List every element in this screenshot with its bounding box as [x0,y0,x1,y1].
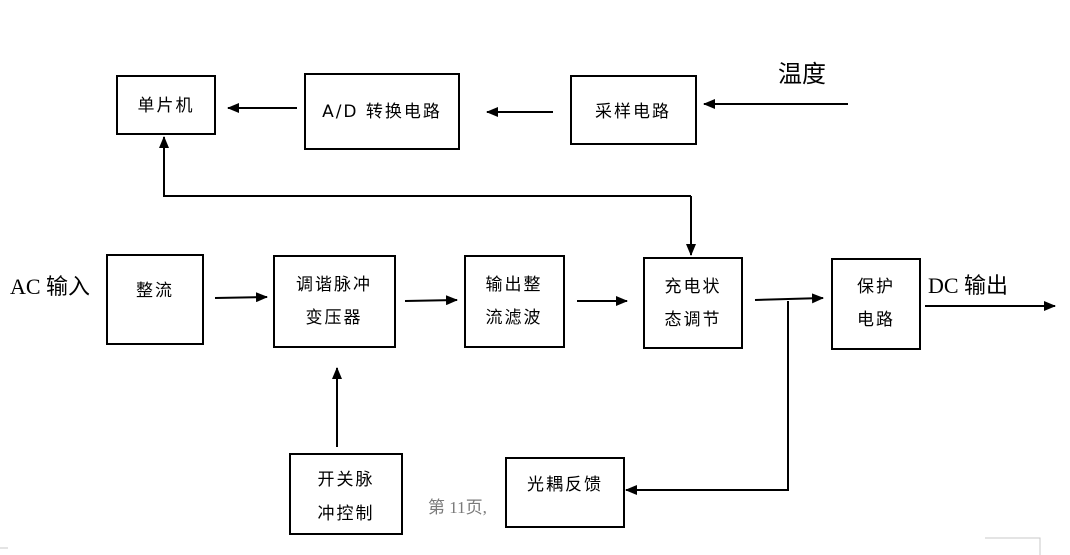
block-sampling-label: 采样电路 [595,102,671,122]
block-optocoupler: 光耦反馈 [505,457,625,528]
block-transformer: 调谐脉冲 变压器 [273,255,396,348]
ac-input-label: AC 输入 [10,274,90,299]
block-mcu-label: 单片机 [138,96,195,116]
block-pulse-control-label-1: 开关脉 [318,470,375,490]
block-optocoupler-label: 光耦反馈 [527,475,603,495]
arrow-bus-to-mcu [159,136,691,197]
block-rectifier-label: 整流 [136,281,174,301]
block-output-filter-label-2: 流滤波 [486,308,543,328]
dc-output-label: DC 输出 [928,273,1008,298]
block-charge-control-label-1: 充电状 [665,277,722,297]
block-pulse-control: 开关脉 冲控制 [289,453,403,535]
block-adc-label: A/D 转换电路 [322,102,442,122]
block-sampling: 采样电路 [570,75,697,145]
block-pulse-control-label-2: 冲控制 [318,504,375,524]
block-mcu: 单片机 [116,75,216,135]
block-transformer-label-2: 变压器 [306,308,363,328]
block-adc: A/D 转换电路 [304,73,460,150]
arrow-transformer-to-filter [404,295,458,306]
page-number: 第 11页, [428,498,487,517]
temperature-label: 温度 [778,60,826,88]
arrow-feedback-to-optocoupler [625,301,789,495]
arrow-charge-control-to-protection [754,293,824,304]
page-corner-right [985,537,1041,555]
block-rectifier: 整流 [106,254,204,345]
block-output-filter: 输出整 流滤波 [464,255,565,348]
block-charge-control-label-2: 态调节 [665,310,722,330]
block-transformer-label-1: 调谐脉冲 [296,275,372,295]
arrow-rectifier-to-transformer [214,292,268,303]
block-output-filter-label-1: 输出整 [486,275,543,295]
block-charge-control: 充电状 态调节 [643,257,743,349]
block-protection-label-2: 电路 [857,310,895,330]
block-protection-label-1: 保护 [857,277,895,297]
block-protection: 保护 电路 [831,258,921,350]
